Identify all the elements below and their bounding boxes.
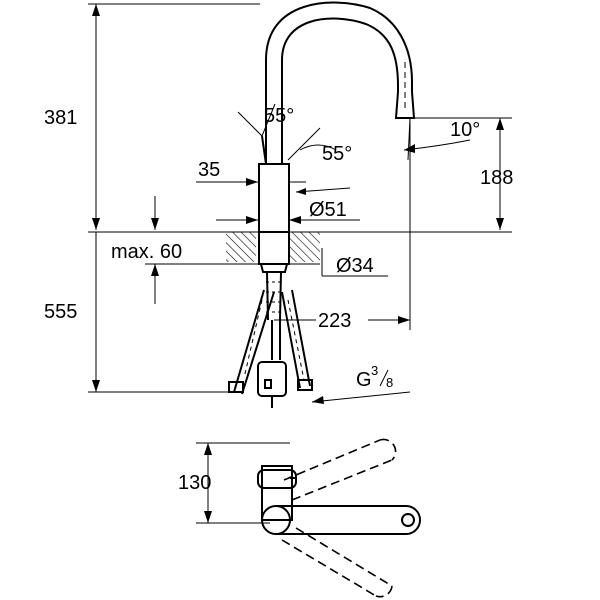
dimension-max-60: max. 60 [111,196,320,304]
dimension-381: 381 [44,3,260,230]
dim-label-thread-den: 8 [386,375,393,390]
dimension-223: 223 [274,310,410,332]
dim-label-10-deg: 10° [450,119,480,141]
dim-label-thread-g: G [356,369,372,391]
dimension-10-deg: 10° [403,117,512,161]
dimension-35: 35 [196,159,306,186]
dimension-555: 555 [44,232,240,393]
dim-label-188: 188 [480,167,513,189]
plan-view: 130 [178,438,421,598]
dim-label-381: 381 [44,107,77,129]
dim-label-dia-34: Ø34 [336,255,374,277]
faucet-body [237,1,416,273]
dim-label-555: 555 [44,301,77,323]
dimension-dia-34: Ø34 [321,248,388,277]
dim-label-angle-left: 55° [264,105,294,127]
dim-label-35: 35 [198,159,220,181]
countertop-hatch-left [226,232,256,262]
dimension-dia-51: Ø51 [216,199,360,224]
countertop-hatch-right [290,232,320,262]
supply-hoses [228,271,313,408]
dimension-thread: G 3 8 [311,363,411,404]
dim-label-max-60: max. 60 [111,241,182,263]
dim-label-dia-51: Ø51 [309,199,347,221]
dim-label-thread-num: 3 [371,363,378,378]
dim-label-angle-right: 55° [322,143,352,165]
dim-label-130: 130 [178,472,211,494]
angle-arc-right [299,144,337,151]
dimension-188: 188 [480,118,513,230]
dim-label-223: 223 [318,310,351,332]
